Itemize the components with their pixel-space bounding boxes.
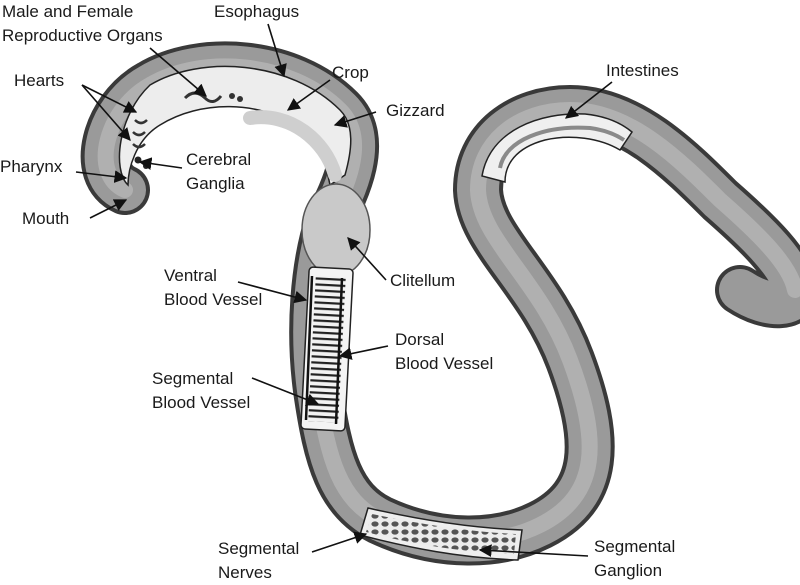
hearts-leader-1 — [81, 84, 138, 113]
hearts-leader-2 — [81, 84, 131, 141]
segmental-nerves-leader — [311, 531, 368, 553]
intestine-folds — [498, 125, 626, 169]
leader-lines — [75, 23, 613, 558]
intestines-leader — [564, 81, 613, 119]
clitellum-band — [301, 183, 371, 277]
pharynx-label: Pharynx — [0, 157, 63, 176]
crop-label: Crop — [332, 63, 369, 82]
clitellum-label: Clitellum — [390, 271, 455, 290]
gizzard-label: Gizzard — [386, 101, 445, 120]
mouth-label: Mouth — [22, 209, 69, 228]
intestines-label: Intestines — [606, 61, 679, 80]
esophagus-label: Esophagus — [214, 2, 299, 21]
segmental-ganglion-leader — [478, 544, 589, 558]
intestine-cutaway — [481, 113, 633, 183]
segmental-ganglia-chain — [366, 514, 516, 554]
crop-leader — [286, 79, 331, 111]
dorsal-vessel-leader — [338, 345, 389, 360]
segmental-ganglion-label: Segmental Ganglion — [594, 537, 680, 580]
segmental-blood-vessel-label: Segmental Blood Vessel — [152, 369, 250, 412]
cerebral-ganglia-leader — [138, 157, 183, 170]
ventral-blood-vessel-label: Ventral Blood Vessel — [164, 266, 262, 309]
cerebral-ganglia-label: Cerebral Ganglia — [186, 150, 256, 193]
esophagus-leader — [267, 23, 287, 78]
ventral-vessel-leader — [237, 281, 308, 304]
worm-body — [80, 41, 800, 566]
segmental-vessel-leader — [251, 377, 320, 406]
pharynx-leader — [75, 170, 128, 183]
reproductive-leader — [149, 47, 207, 97]
mouth-leader — [89, 199, 128, 219]
dorsal-blood-vessel-label: Dorsal Blood Vessel — [395, 330, 493, 373]
gizzard-leader — [333, 111, 377, 128]
hearts-label: Hearts — [14, 71, 64, 90]
segmental-nerves-label: Segmental Nerves — [218, 539, 304, 582]
labels: Male and Female Reproductive Organs Esop… — [0, 2, 680, 582]
reproductive-organs-label: Male and Female Reproductive Organs — [2, 2, 163, 45]
clitellum-leader — [347, 237, 387, 281]
